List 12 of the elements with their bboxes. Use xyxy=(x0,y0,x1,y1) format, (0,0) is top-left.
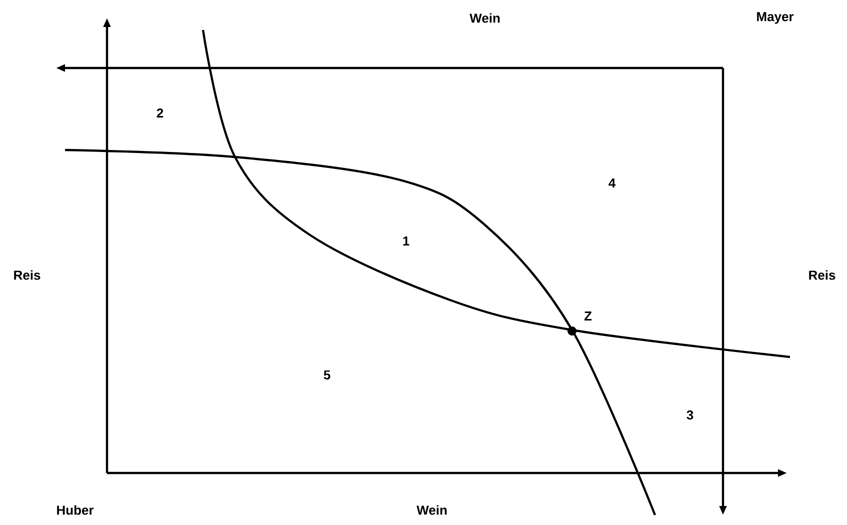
axis-label: Wein xyxy=(416,505,447,515)
axis-label: Reis xyxy=(809,270,836,280)
region-number: 4 xyxy=(608,178,616,188)
region-number: 3 xyxy=(686,410,694,420)
point-label: Z xyxy=(584,312,592,320)
region-number: 2 xyxy=(156,108,164,118)
region-number: 5 xyxy=(324,370,330,380)
region-number: 1 xyxy=(403,236,410,246)
corner-label: Mayer xyxy=(757,12,794,24)
axis-label: Reis xyxy=(14,270,40,280)
axis-label: Wein xyxy=(470,13,500,23)
corner-label: Huber xyxy=(57,505,94,515)
